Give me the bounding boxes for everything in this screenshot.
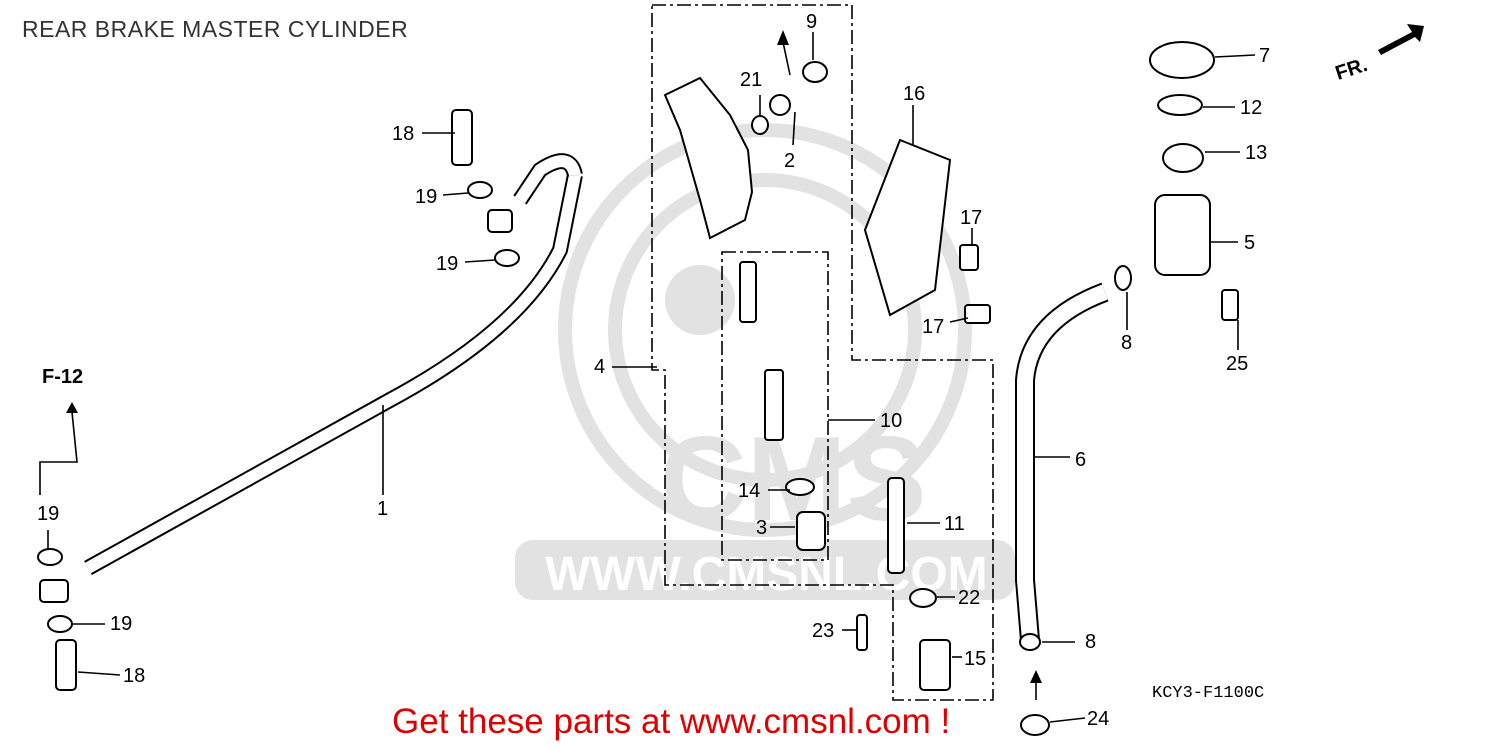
reservoir-hose xyxy=(1015,282,1109,641)
circlip xyxy=(785,478,815,496)
callout-13: 13 xyxy=(1245,142,1267,164)
bolt-18-lower xyxy=(55,639,77,691)
callout-15: 15 xyxy=(964,648,986,670)
washer-19a xyxy=(467,181,493,199)
boot xyxy=(796,511,826,551)
master-cylinder-body xyxy=(663,76,754,240)
brake-hose xyxy=(39,153,583,603)
callout-8a: 8 xyxy=(1121,332,1132,354)
callout-19d: 19 xyxy=(110,613,132,635)
push-rod xyxy=(887,477,905,574)
clip-8a xyxy=(1114,265,1132,291)
washer-19c xyxy=(37,548,63,566)
front-direction-arrow-icon xyxy=(1378,24,1424,55)
callout-17b: 17 xyxy=(922,316,944,338)
callout-11: 11 xyxy=(944,513,965,535)
callout-19b: 19 xyxy=(436,253,458,275)
bolt-18-upper xyxy=(451,109,473,166)
callout-18b: 18 xyxy=(123,665,145,687)
callout-3: 3 xyxy=(756,517,767,539)
callout-23: 23 xyxy=(812,620,834,642)
assembly-outline xyxy=(651,4,994,701)
bolt-25 xyxy=(1221,289,1239,321)
callout-5: 5 xyxy=(1244,232,1255,254)
leader-lines xyxy=(39,30,1256,723)
nut-22 xyxy=(909,588,937,608)
callout-12: 12 xyxy=(1240,97,1262,119)
callout-18a: 18 xyxy=(392,123,414,145)
inner-kit-outline xyxy=(721,251,829,561)
diagram-ref-code: KCY3-F1100C xyxy=(1152,684,1264,703)
reservoir-diaphragm xyxy=(1162,143,1204,173)
callout-2: 2 xyxy=(784,150,795,172)
joint-2 xyxy=(769,94,791,116)
reservoir-plate xyxy=(1157,94,1203,116)
bracket xyxy=(863,138,952,317)
callout-9: 9 xyxy=(806,11,817,33)
callout-8b: 8 xyxy=(1085,631,1096,653)
washer-19d xyxy=(47,615,73,633)
promo-link[interactable]: Get these parts at www.cmsnl.com ! xyxy=(392,702,951,741)
callout-10: 10 xyxy=(880,410,902,432)
clip-8b xyxy=(1019,633,1041,651)
piston xyxy=(764,369,784,441)
callout-1: 1 xyxy=(377,498,388,520)
direction-label: FR. xyxy=(1333,54,1370,85)
callout-4: 4 xyxy=(594,356,605,378)
clip-24 xyxy=(1020,714,1050,736)
callout-25: 25 xyxy=(1226,353,1248,375)
bolt-17a xyxy=(959,244,979,271)
callout-7: 7 xyxy=(1259,45,1270,67)
callout-19c: 19 xyxy=(37,503,59,525)
joint xyxy=(919,639,951,691)
callout-24: 24 xyxy=(1087,708,1109,730)
callout-21: 21 xyxy=(740,69,762,91)
washer-19b xyxy=(494,249,520,267)
ref-figure-label: F-12 xyxy=(42,366,83,388)
callout-19a: 19 xyxy=(415,186,437,208)
reservoir xyxy=(1154,194,1211,276)
o-ring-21 xyxy=(751,115,769,135)
page-title: REAR BRAKE MASTER CYLINDER xyxy=(22,16,409,42)
callout-22: 22 xyxy=(958,587,980,609)
washer-9 xyxy=(802,61,828,83)
callout-14: 14 xyxy=(738,480,760,502)
spring xyxy=(739,261,757,323)
callout-16: 16 xyxy=(903,83,925,105)
cotter-pin xyxy=(856,614,868,651)
callout-6: 6 xyxy=(1075,449,1086,471)
reservoir-cap xyxy=(1149,41,1215,79)
bolt-17b xyxy=(964,304,991,324)
callout-17a: 17 xyxy=(960,207,982,229)
